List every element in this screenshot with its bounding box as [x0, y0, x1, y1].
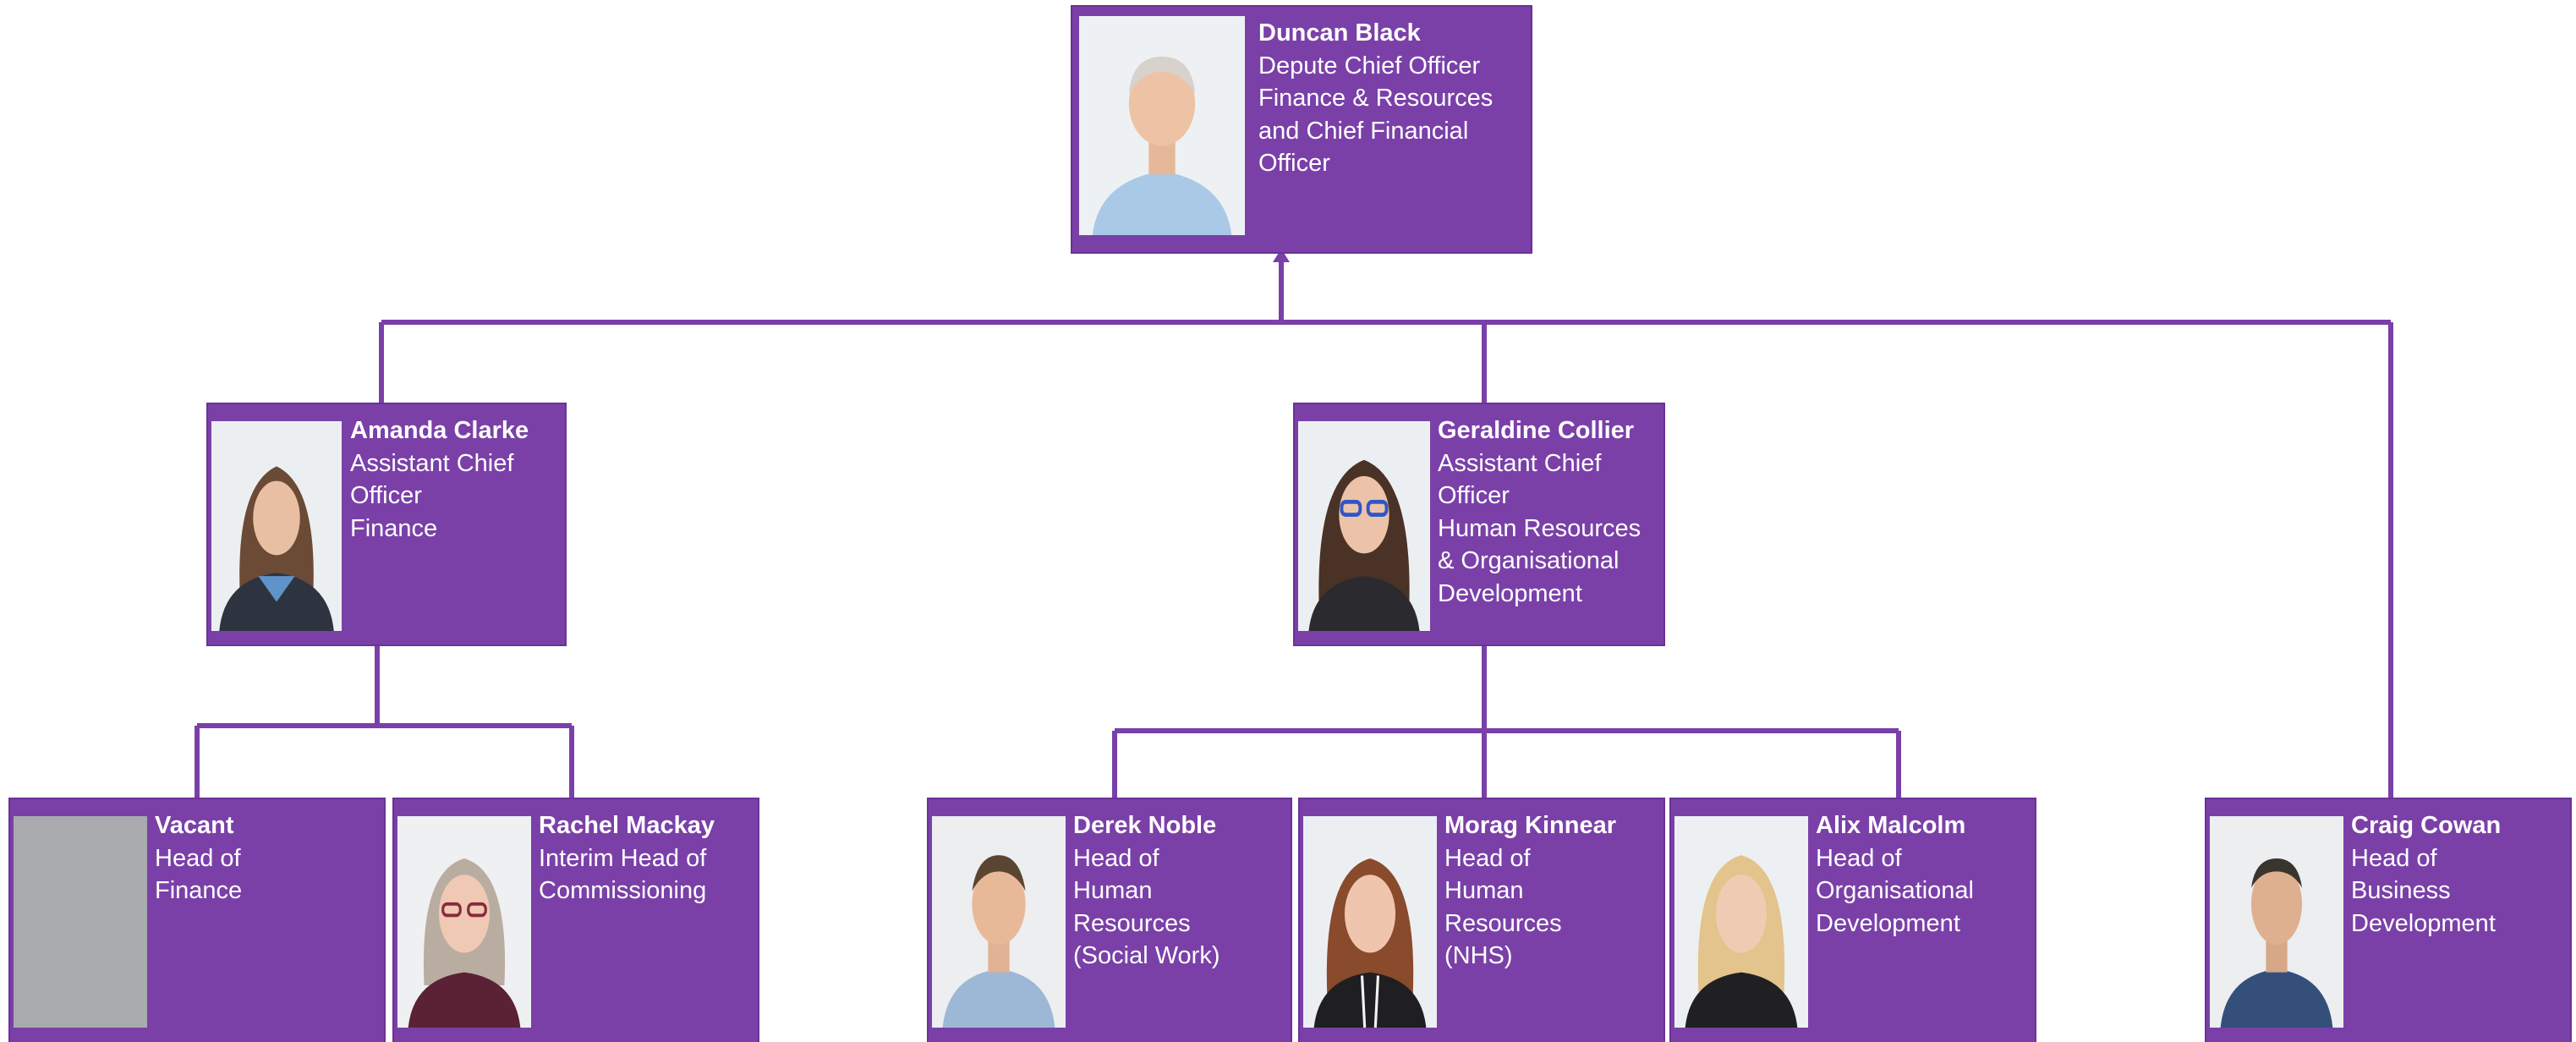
job-title-line: Finance & Resources: [1258, 85, 1494, 112]
person-name: Alix Malcolm: [1816, 812, 1966, 839]
org-card-craig-cowan[interactable]: Craig Cowan Head of Business Development: [2205, 798, 2572, 1042]
person-name: Duncan Black: [1258, 19, 1421, 47]
portrait-craig-cowan: [2210, 816, 2343, 1028]
portrait-icon: [1079, 16, 1245, 235]
job-title-line: Finance: [155, 877, 243, 905]
job-title-line: Resources: [1444, 909, 1562, 937]
card-text-morag: Morag Kinnear Head of Human Resources (N…: [1444, 809, 1616, 973]
job-title-line: Head of: [1073, 844, 1159, 872]
job-title-line: Human Resources: [1438, 514, 1642, 542]
job-title-line: Human: [1444, 877, 1524, 905]
person-name: Geraldine Collier: [1438, 417, 1635, 444]
job-title-line: Development: [1438, 579, 1582, 607]
portrait-icon: [397, 816, 531, 1028]
person-name: Amanda Clarke: [350, 417, 529, 444]
portrait-icon: [1298, 421, 1430, 631]
portrait-derek-noble: [932, 816, 1066, 1028]
card-text-vacant: Vacant Head of Finance: [155, 809, 242, 908]
job-title-line: Head of: [155, 844, 241, 872]
org-card-derek-noble[interactable]: Derek Noble Head of Human Resources (Soc…: [927, 798, 1292, 1042]
job-title-line: Development: [2351, 909, 2496, 937]
portrait-icon: [211, 421, 342, 631]
job-title-line: Resources: [1073, 909, 1191, 937]
job-title-line: Head of: [1816, 844, 1902, 872]
job-title-line: and Chief Financial: [1258, 117, 1469, 145]
portrait-icon: [1674, 816, 1808, 1028]
job-title-line: Head of: [1444, 844, 1531, 872]
org-card-amanda-clarke[interactable]: Amanda Clarke Assistant Chief Officer Fi…: [206, 403, 567, 646]
portrait-rachel-mackay: [397, 816, 531, 1028]
job-title-line: (Social Work): [1073, 942, 1220, 970]
arrowhead-icon: [1273, 249, 1290, 262]
portrait-icon: [932, 816, 1066, 1028]
person-name: Rachel Mackay: [539, 812, 715, 839]
portrait-alix-malcolm: [1674, 816, 1808, 1028]
job-title-line: Officer: [1438, 482, 1510, 510]
job-title-line: Head of: [2351, 844, 2437, 872]
portrait-morag-kinnear: [1303, 816, 1437, 1028]
vacant-photo-placeholder: [14, 816, 147, 1028]
job-title-line: Officer: [350, 482, 422, 510]
job-title-line: Commissioning: [539, 877, 707, 905]
person-name: Derek Noble: [1073, 812, 1217, 839]
card-text-amanda: Amanda Clarke Assistant Chief Officer Fi…: [350, 414, 529, 545]
portrait-amanda-clarke: [211, 421, 342, 631]
job-title-line: Interim Head of: [539, 844, 707, 872]
job-title-line: Assistant Chief: [350, 449, 514, 477]
job-title-line: Assistant Chief: [1438, 449, 1602, 477]
card-text-rachel: Rachel Mackay Interim Head of Commission…: [539, 809, 715, 908]
job-title-line: Development: [1816, 909, 1960, 937]
job-title-line: Officer: [1258, 150, 1330, 178]
portrait-duncan-black: [1079, 16, 1245, 235]
card-text-geraldine: Geraldine Collier Assistant Chief Office…: [1438, 414, 1641, 610]
portrait-icon: [2210, 816, 2343, 1028]
portrait-icon: [1303, 816, 1437, 1028]
org-card-vacant[interactable]: Vacant Head of Finance: [8, 798, 386, 1042]
job-title-line: Business: [2351, 877, 2451, 905]
card-text-duncan: Duncan Black Depute Chief Officer Financ…: [1258, 17, 1493, 180]
job-title-line: Finance: [350, 514, 438, 542]
org-card-duncan-black[interactable]: Duncan Black Depute Chief Officer Financ…: [1071, 5, 1532, 254]
job-title-line: Depute Chief Officer: [1258, 52, 1481, 80]
person-name: Vacant: [155, 812, 234, 839]
org-card-rachel-mackay[interactable]: Rachel Mackay Interim Head of Commission…: [392, 798, 759, 1042]
job-title-line: (NHS): [1444, 942, 1513, 970]
job-title-line: & Organisational: [1438, 547, 1620, 575]
org-card-alix-malcolm[interactable]: Alix Malcolm Head of Organisational Deve…: [1669, 798, 2036, 1042]
card-text-alix: Alix Malcolm Head of Organisational Deve…: [1816, 809, 1974, 940]
card-text-craig: Craig Cowan Head of Business Development: [2351, 809, 2501, 940]
person-name: Craig Cowan: [2351, 812, 2502, 839]
job-title-line: Organisational: [1816, 877, 1974, 905]
job-title-line: Human: [1073, 877, 1153, 905]
person-name: Morag Kinnear: [1444, 812, 1617, 839]
org-card-geraldine-collier[interactable]: Geraldine Collier Assistant Chief Office…: [1293, 403, 1665, 646]
card-text-derek: Derek Noble Head of Human Resources (Soc…: [1073, 809, 1220, 973]
org-card-morag-kinnear[interactable]: Morag Kinnear Head of Human Resources (N…: [1298, 798, 1665, 1042]
portrait-geraldine-collier: [1298, 421, 1430, 631]
